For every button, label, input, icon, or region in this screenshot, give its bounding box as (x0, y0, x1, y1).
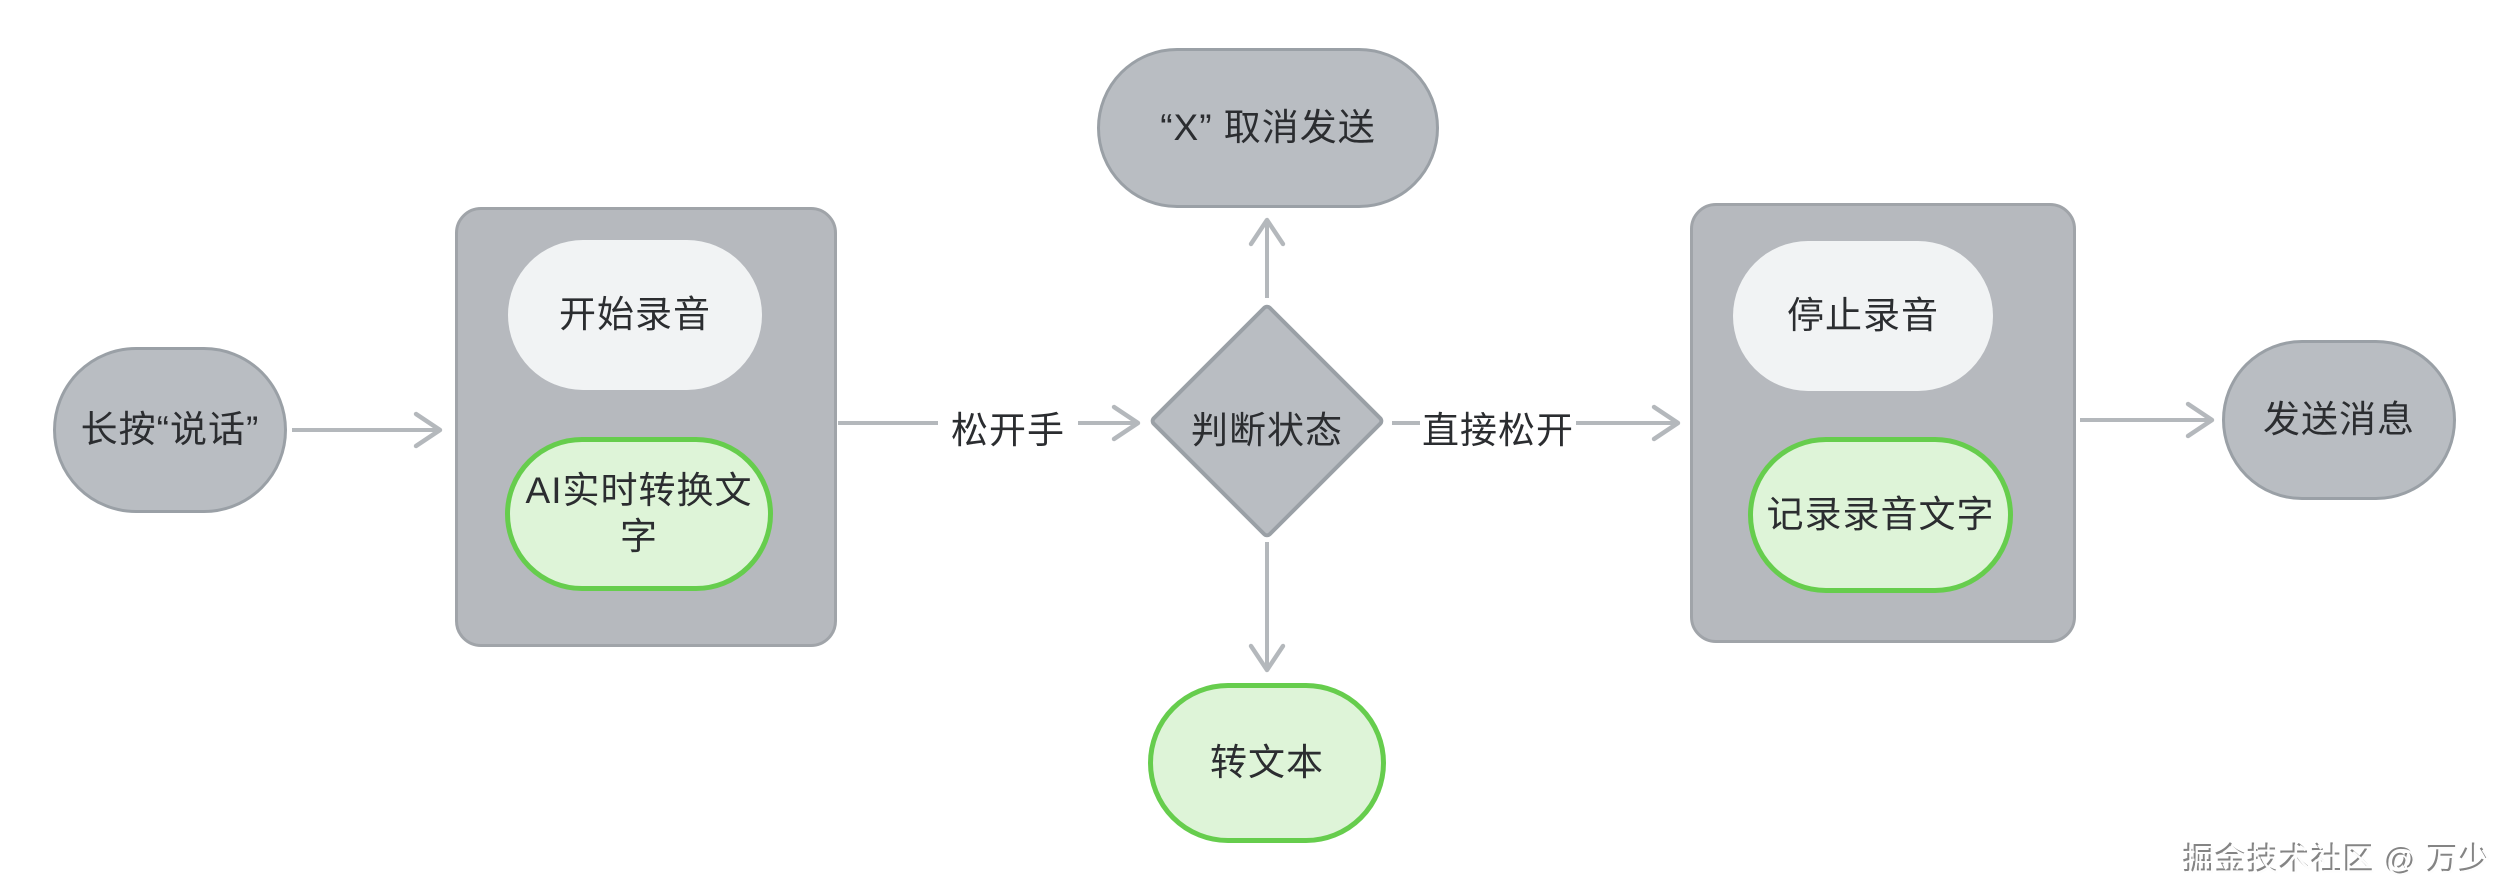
node-cancel-send: “X” 取消发送 (1097, 48, 1439, 208)
node-start-long-press: 长按“说话” (53, 347, 287, 513)
edge-label-release: 松开手 (938, 400, 1078, 454)
node-decision-label: 判断状态 (1191, 410, 1343, 451)
node-ai-convert: AI实时转换文字 (505, 437, 773, 591)
watermark: 掘金技术社区 @ 万少 (2184, 843, 2492, 878)
node-start-record: 开始录音 (508, 240, 762, 390)
node-send-message: 发送消息 (2222, 340, 2456, 500)
node-save-text: 记录录音文字 (1748, 437, 2013, 593)
edge-label-direct-release: 直接松开 (1420, 400, 1576, 454)
node-stop-record: 停止录音 (1733, 241, 1993, 391)
node-to-text: 转文本 (1148, 683, 1386, 843)
